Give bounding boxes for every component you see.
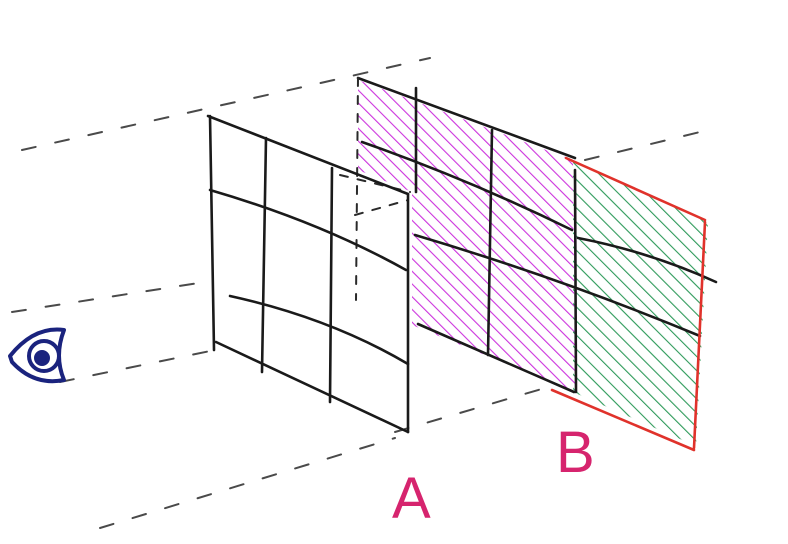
far-plane-row-3 (576, 236, 718, 284)
label-b: B (556, 420, 595, 485)
far-plane-row-1 (360, 140, 574, 232)
far-plane-row-2 (413, 233, 702, 338)
hidden-edge-mid (354, 199, 409, 216)
near-plane-bottom-edge (214, 340, 410, 434)
near-plane-col-1 (260, 136, 268, 374)
far-plane-top-edge (356, 76, 577, 160)
near-plane-row-2 (228, 294, 410, 366)
far-plane-grid (356, 76, 718, 394)
eye-pupil (34, 350, 50, 366)
far-plane-col-2 (486, 128, 494, 357)
near-plane-left-edge (208, 114, 216, 352)
guide-line-lower (394, 387, 546, 433)
outline-top (564, 156, 707, 222)
eye-iris (27, 339, 61, 373)
guide-line-middle (59, 349, 216, 383)
outline-right (692, 220, 707, 450)
far-plane-bottom-edge (416, 322, 576, 394)
far-plane-outline (550, 156, 707, 452)
far-plane-col-3 (573, 168, 578, 394)
near-plane-row-1 (208, 188, 408, 272)
near-plane-top-edge (206, 114, 410, 196)
magenta-hatched-region (358, 80, 575, 392)
guide-line-middle-left (11, 281, 206, 313)
perspective-guides (11, 57, 701, 529)
near-plane-grid (206, 114, 410, 434)
near-plane-col-2 (328, 166, 334, 404)
guide-line-upper-right (584, 131, 701, 161)
guide-line-bottom (99, 437, 396, 529)
outline-bottom (550, 388, 696, 452)
guide-line-top (21, 57, 431, 151)
label-a: A (392, 466, 431, 531)
hidden-edge-left (355, 77, 359, 301)
eye-icon (8, 327, 66, 384)
